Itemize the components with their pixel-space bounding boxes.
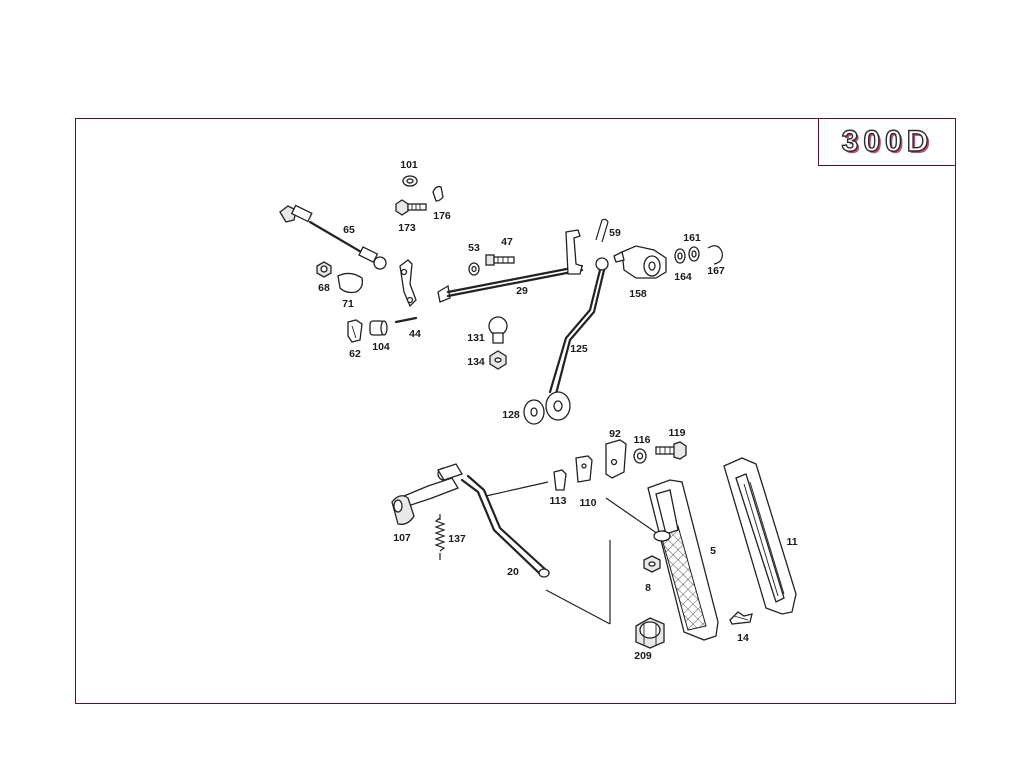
part-8-nut (643, 555, 661, 573)
part-11-pedal-cover (723, 457, 797, 615)
part-119-bolt (655, 441, 687, 460)
part-14-clip (729, 611, 753, 625)
part-134-nut (489, 350, 507, 370)
diagram-frame (75, 118, 956, 704)
label-134: 134 (467, 356, 485, 368)
label-92: 92 (609, 428, 621, 440)
label-119: 119 (669, 427, 686, 439)
part-161-washer (688, 246, 700, 262)
model-badge: 300D (818, 118, 956, 166)
label-59: 59 (609, 227, 621, 239)
label-161: 161 (683, 232, 701, 244)
label-104: 104 (372, 341, 390, 353)
label-116: 116 (634, 434, 651, 446)
part-167-retaining-ring (707, 245, 723, 265)
label-47: 47 (501, 236, 513, 248)
model-designation: 300D (841, 124, 934, 158)
label-44: 44 (409, 328, 421, 340)
label-8: 8 (645, 582, 651, 594)
label-113: 113 (550, 495, 567, 507)
part-53-washer (468, 262, 480, 276)
part-209-cap (635, 617, 665, 649)
label-11: 11 (786, 536, 797, 548)
part-labels: 101 176 173 65 68 71 62 104 44 53 47 29 … (318, 159, 798, 662)
label-209: 209 (634, 650, 652, 662)
part-113-clip (553, 469, 567, 491)
label-20: 20 (507, 566, 519, 578)
part-176-clip (432, 185, 444, 202)
part-131-ball-joint (488, 316, 508, 344)
label-131: 131 (467, 332, 485, 344)
part-44-lever (394, 259, 418, 324)
part-5-accelerator-pedal (647, 479, 719, 641)
part-47-screw (485, 254, 515, 266)
part-29-shaft (437, 229, 584, 303)
leader-lines (545, 497, 659, 625)
part-173-bolt (395, 199, 427, 216)
part-158-bearing-housing (613, 245, 667, 279)
label-158: 158 (629, 288, 647, 300)
label-167: 167 (707, 265, 725, 277)
label-164: 164 (674, 271, 692, 283)
label-62: 62 (349, 348, 361, 360)
label-107: 107 (393, 532, 411, 544)
label-5: 5 (710, 545, 716, 557)
part-92-bracket (605, 439, 627, 479)
label-65: 65 (343, 224, 355, 236)
part-20-pedal-lever (403, 463, 550, 578)
part-59-cotter-pin (595, 218, 609, 243)
part-101-washer (402, 175, 418, 187)
label-176: 176 (433, 210, 451, 222)
part-137-spring (434, 514, 446, 560)
part-116-bushing (633, 448, 647, 464)
part-62-clip (347, 319, 363, 343)
part-65-connecting-rod (279, 204, 387, 270)
label-101: 101 (400, 159, 418, 171)
label-173: 173 (398, 222, 416, 234)
part-164-washer (674, 248, 686, 264)
label-14: 14 (737, 632, 749, 644)
label-71: 71 (342, 298, 354, 310)
label-128: 128 (502, 409, 520, 421)
part-107-bump-stop (391, 495, 415, 525)
label-68: 68 (318, 282, 330, 294)
label-53: 53 (468, 242, 480, 254)
part-125-push-rod (548, 257, 609, 396)
part-104-bushing (369, 320, 388, 336)
label-110: 110 (580, 497, 597, 509)
part-68-nut (316, 261, 332, 278)
part-71-ball-joint (337, 272, 364, 294)
part-128-roller (523, 391, 571, 425)
part-110-plate (575, 455, 593, 483)
label-29: 29 (516, 285, 528, 297)
label-137: 137 (448, 533, 466, 545)
label-125: 125 (570, 343, 588, 355)
